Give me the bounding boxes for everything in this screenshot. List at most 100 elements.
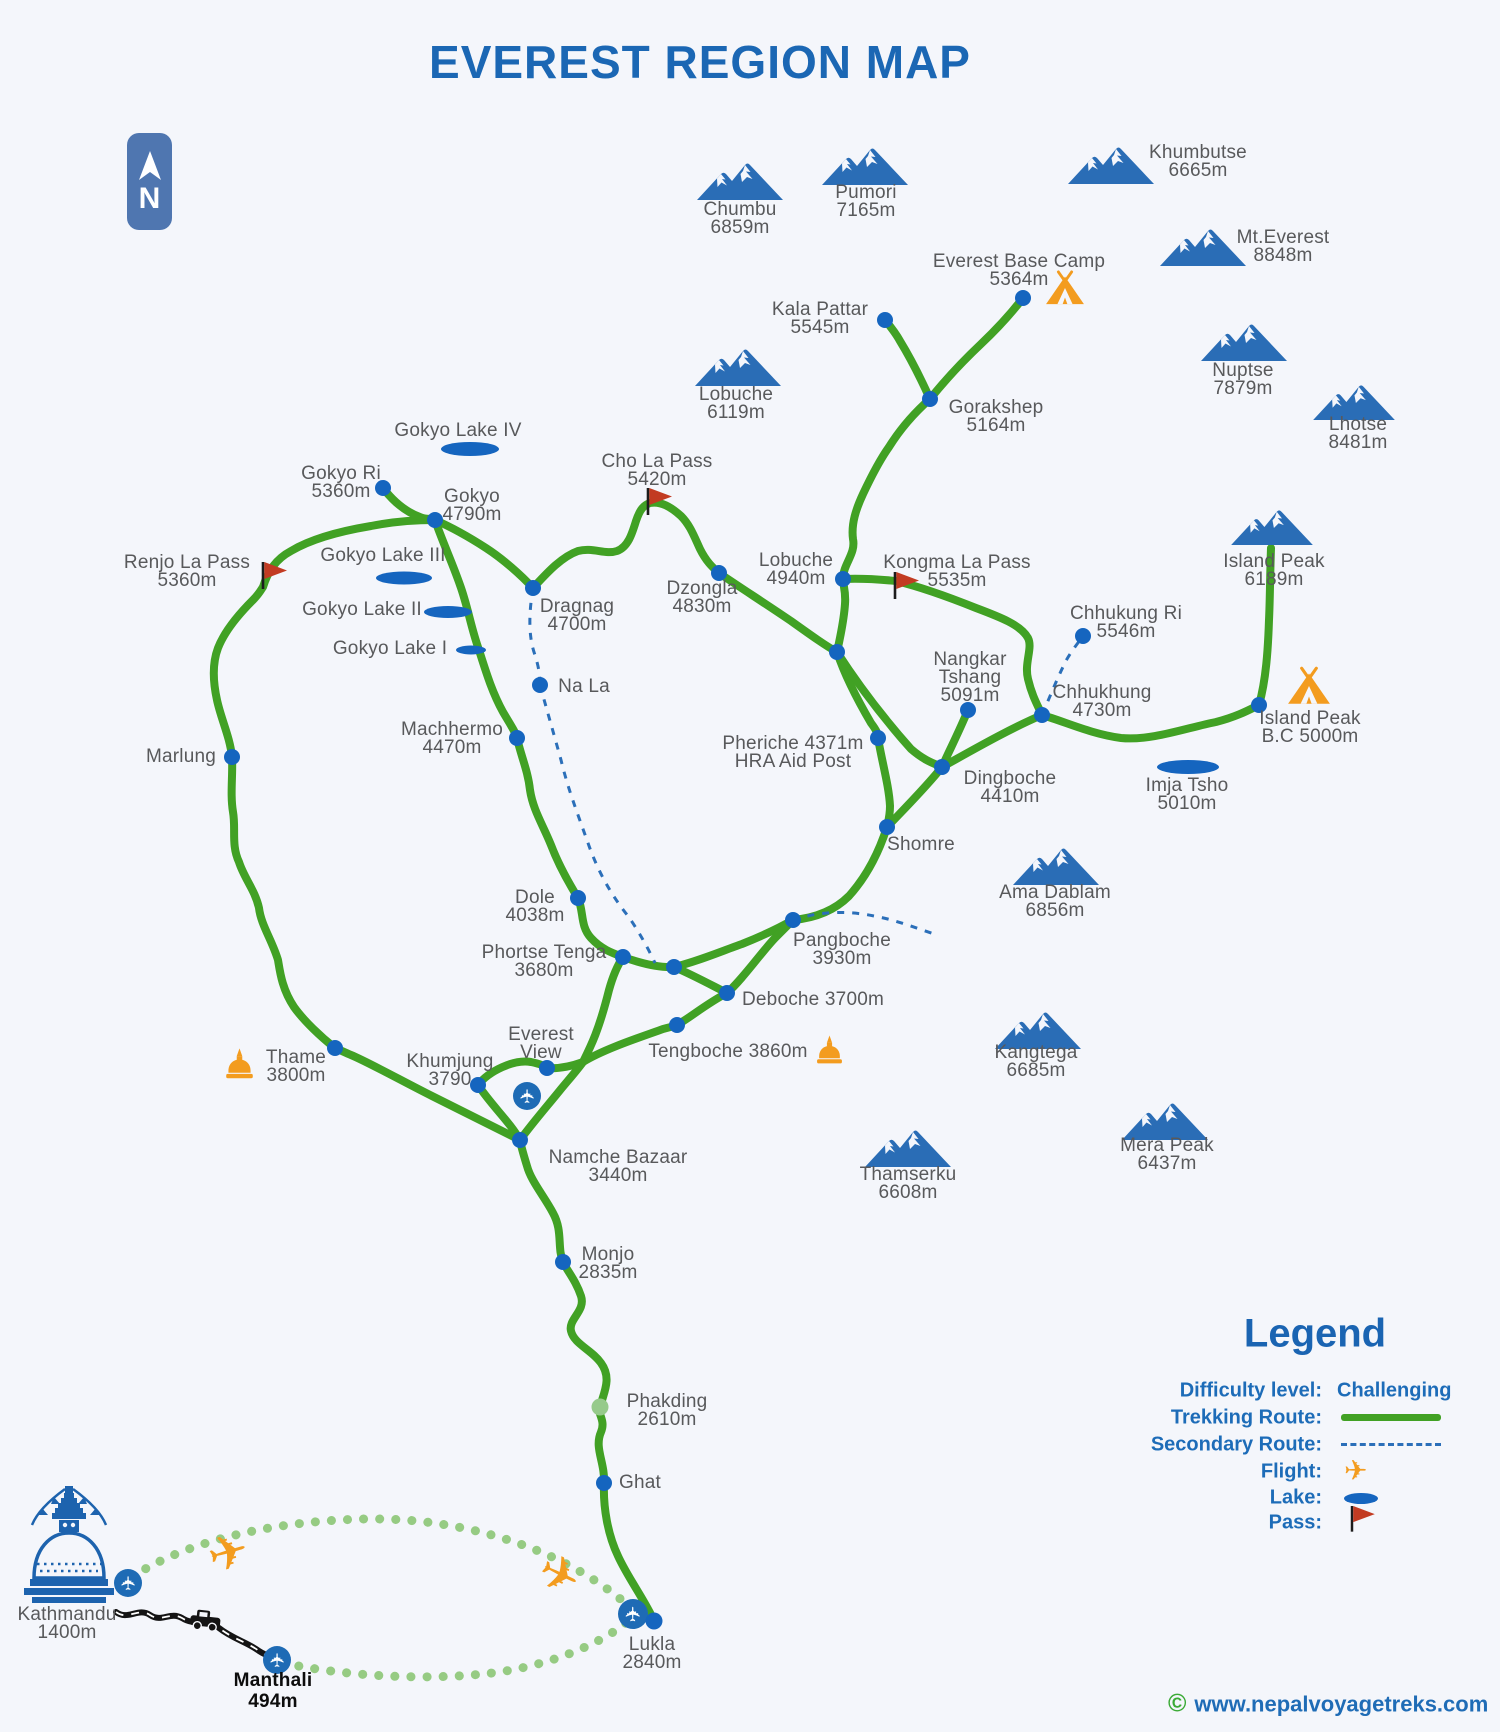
node-lukla [645, 1612, 663, 1630]
north-compass-icon: N [127, 133, 172, 230]
node-phakding [591, 1398, 609, 1416]
label-phortse-tenga: Phortse Tenga 3680m [481, 942, 607, 981]
label-chhukhung: Chhukhung 4730m [1052, 682, 1152, 721]
svg-text:✈: ✈ [268, 1652, 289, 1668]
legend-lake-swatch [1344, 1493, 1378, 1504]
peak-icon-island-peak [1231, 510, 1313, 546]
node-phortse-tenga [615, 949, 631, 965]
label-na-la: Na La [558, 676, 610, 697]
label-cho-la-pass: Cho La Pass 5420m [601, 451, 713, 490]
node-dingboche [934, 759, 950, 775]
label-kala-pattar: Kala Pattar 5545m [771, 299, 869, 338]
label-deboche: Deboche 3700m [741, 989, 885, 1010]
route-kala-pattar-spur [881, 316, 934, 403]
peak-icon-mt-everest [1160, 229, 1246, 266]
secondary-dragnag-nala [528, 587, 542, 686]
label-namche-bazaar: Namche Bazaar 3440m [548, 1147, 688, 1186]
node-machhermo [509, 730, 525, 746]
node-thame [327, 1040, 343, 1056]
node-everest-view [539, 1060, 555, 1076]
legend-secondary-swatch [1341, 1443, 1441, 1446]
compass-n-label: N [138, 181, 161, 215]
node-kala-pattar [877, 312, 893, 328]
peak-icon-lobuche [695, 349, 781, 386]
route-lukla-namche [516, 1136, 658, 1625]
node-chhukung-ri [1075, 628, 1091, 644]
node-pheriche [870, 730, 886, 746]
label-renjo-la-pass: Renjo La Pass 5360m [123, 552, 251, 591]
label-ghat: Ghat [619, 1472, 661, 1493]
label-lukla: Lukla 2840m [622, 1634, 682, 1673]
label-dzongla: Dzongla 4830m [666, 578, 738, 617]
label-peak-pumori: Pumori 7165m [835, 182, 897, 221]
node-ebc [1015, 290, 1031, 306]
stupa-icon-thame [226, 1048, 253, 1079]
node-dole [570, 890, 586, 906]
peak-icon-khumbutse [1068, 147, 1154, 184]
label-dragnag: Dragnag 4700m [539, 596, 615, 635]
map-nodes [224, 290, 1267, 1630]
label-machhermo: Machhermo 4470m [400, 719, 504, 758]
label-peak-lobuche: Lobuche 6119m [698, 384, 774, 423]
legend-flight-icon: ✈ [1344, 1455, 1368, 1487]
node-nangkar [960, 702, 976, 718]
node-ghat [596, 1475, 612, 1491]
legend-trekking-label: Trekking Route: [1170, 1406, 1322, 1429]
peak-icon-thamserku [865, 1130, 951, 1167]
legend-secondary-label: Secondary Route: [1150, 1433, 1322, 1456]
page-title: EVEREST REGION MAP [429, 36, 971, 88]
label-pangboche: Pangboche 3930m [793, 930, 891, 969]
peak-icon-chumbu [697, 163, 783, 200]
route-gokyo-dragnag [431, 516, 537, 592]
node-na-la [532, 677, 548, 693]
node-deboche [719, 985, 735, 1001]
label-nangkar-tshang: Nangkar Tshang 5091m [933, 649, 1007, 706]
label-phakding: Phakding 2610m [626, 1391, 708, 1430]
label-peak-thamserku: Thamserku 6608m [859, 1164, 957, 1203]
label-dingboche: Dingboche 4410m [963, 768, 1057, 807]
node-lobuche [835, 571, 851, 587]
jeep-icon [190, 1609, 221, 1632]
svg-text:✈: ✈ [623, 1606, 645, 1623]
route-phortse-deboche-link [670, 963, 731, 997]
node-pangboche [785, 912, 801, 928]
route-gokyo-ri-spur [379, 484, 439, 524]
label-everest-base-camp: Everest Base Camp 5364m [932, 251, 1106, 290]
node-phortse [666, 959, 682, 975]
secondary-nala-south [538, 684, 657, 964]
legend-flight-label: Flight: [1260, 1460, 1322, 1483]
label-imja-tsho: Imja Tsho 5010m [1145, 775, 1229, 814]
website-url: www.nepalvoyagetreks.com [1194, 1691, 1489, 1716]
label-peak-mera-peak: Mera Peak 6437m [1120, 1135, 1214, 1174]
node-thukla [829, 644, 845, 660]
label-khumjung: Khumjung 3790 [406, 1051, 494, 1090]
label-kathmandu: Kathmandu 1400m [17, 1604, 117, 1643]
label-gokyo: Gokyo 4790m [442, 486, 502, 525]
road-kathmandu-manthali [113, 1609, 279, 1662]
node-monjo [555, 1254, 571, 1270]
lake-gokyo-3 [376, 571, 432, 585]
node-tengboche [669, 1017, 685, 1033]
stupa-icon-tengboche [817, 1035, 842, 1064]
legend-difficulty-value: Challenging [1337, 1379, 1452, 1402]
label-peak-ama-dablam: Ama Dablam 6856m [999, 882, 1111, 921]
label-kongma-la-pass: Kongma La Pass 5535m [883, 552, 1031, 591]
node-dragnag [525, 580, 541, 596]
peak-icon-pumori [822, 148, 908, 185]
node-khumjung [470, 1077, 486, 1093]
label-pheriche: Pheriche 4371m HRA Aid Post [722, 733, 864, 772]
route-dingboche-shomre [883, 763, 946, 831]
lake-gokyo-2 [424, 606, 472, 618]
label-marlung: Marlung [145, 746, 217, 767]
node-marlung [224, 749, 240, 765]
label-peak-mt-everest: Mt.Everest 8848m [1236, 227, 1330, 266]
legend-pass-label: Pass: [1268, 1511, 1322, 1534]
peak-icon-nuptse [1201, 324, 1287, 361]
footer-credit: © www.nepalvoyagetreks.com [1168, 1690, 1488, 1719]
airport-icon-syangboche: ✈ [513, 1082, 541, 1110]
route-namche-thame-renjo-gokyo [209, 516, 524, 1144]
node-chhukhung [1034, 707, 1050, 723]
node-island-peak-bc [1251, 697, 1267, 713]
node-gokyo [427, 512, 443, 528]
lake-gokyo-4 [441, 442, 499, 456]
